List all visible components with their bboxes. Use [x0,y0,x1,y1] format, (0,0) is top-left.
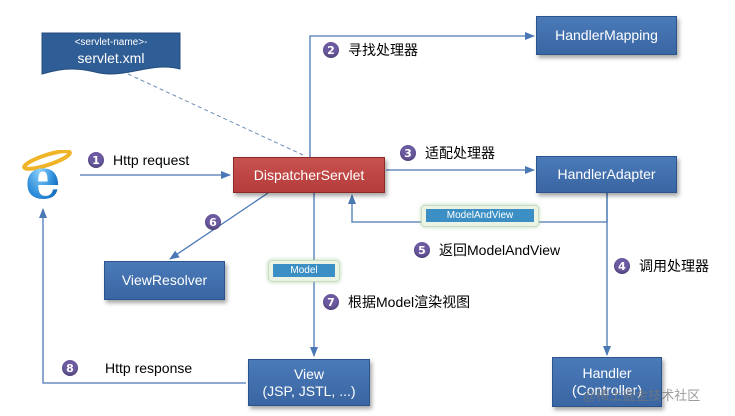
step-4-label: 调用处理器 [639,258,709,274]
step-8-number: 8 [62,360,78,376]
view-resolver-box: ViewResolver [104,261,225,300]
view-resolver-label: ViewResolver [121,272,208,288]
modelandview-tag: ModelAndView [421,205,539,227]
servlet-xml-document-shape [41,32,181,75]
svg-text:e: e [25,150,61,206]
step-2-label: 寻找处理器 [348,42,418,58]
handler-mapping-label: HandlerMapping [555,27,658,43]
controller-label: (Controller) [571,382,642,398]
step-7-number: 7 [323,294,339,310]
handler-box: Handler (Controller) [552,357,662,407]
internet-explorer-icon: e [14,146,76,212]
step-2: 2 寻找处理器 [323,40,418,60]
step-4-number: 4 [614,258,630,274]
arrow-find-handler [309,32,535,157]
servlet-xml-document: <servlet-name>- servlet.xml [42,33,180,73]
view-technologies-label: (JSP, JSTL, ...) [262,382,356,399]
arrow-http-response [39,208,246,384]
watermark: @稀土掘金技术社区 [583,388,701,403]
handler-label: Handler [582,365,632,381]
step-6: 6 [205,214,230,230]
step-3: 3 适配处理器 [400,143,495,163]
step-2-number: 2 [323,42,339,58]
step-5: 5 返回ModelAndView [414,240,560,260]
step-7: 7 根据Model渲染视图 [323,292,470,312]
servlet-name-tag: <servlet-name>- [74,37,148,48]
step-7-label: 根据Model渲染视图 [348,294,471,310]
step-5-number: 5 [414,242,430,258]
step-3-number: 3 [400,145,416,161]
step-5-label: 返回ModelAndView [439,242,561,258]
view-box: View (JSP, JSTL, ...) [248,359,370,406]
step-1-label: Http request [113,152,190,168]
handler-adapter-box: HandlerAdapter [536,156,677,193]
handler-mapping-box: HandlerMapping [536,16,677,55]
model-tag: Model [268,260,340,282]
dispatcher-servlet-label: DispatcherServlet [253,166,365,183]
step-3-label: 适配处理器 [425,145,495,161]
step-4: 4 调用处理器 [614,256,709,276]
handler-adapter-label: HandlerAdapter [557,166,656,182]
step-6-number: 6 [205,214,221,230]
model-tag-label: Model [273,264,335,277]
servlet-xml-label: servlet.xml [77,50,145,66]
dispatcher-servlet-box: DispatcherServlet [233,157,385,193]
step-8-label: Http response [105,360,193,376]
step-8: 8 Http response [62,360,192,376]
modelandview-tag-label: ModelAndView [426,209,534,222]
view-label: View [293,365,325,382]
step-1: 1 Http request [88,152,189,168]
dashed-config-link [127,73,304,156]
step-1-number: 1 [88,152,104,168]
